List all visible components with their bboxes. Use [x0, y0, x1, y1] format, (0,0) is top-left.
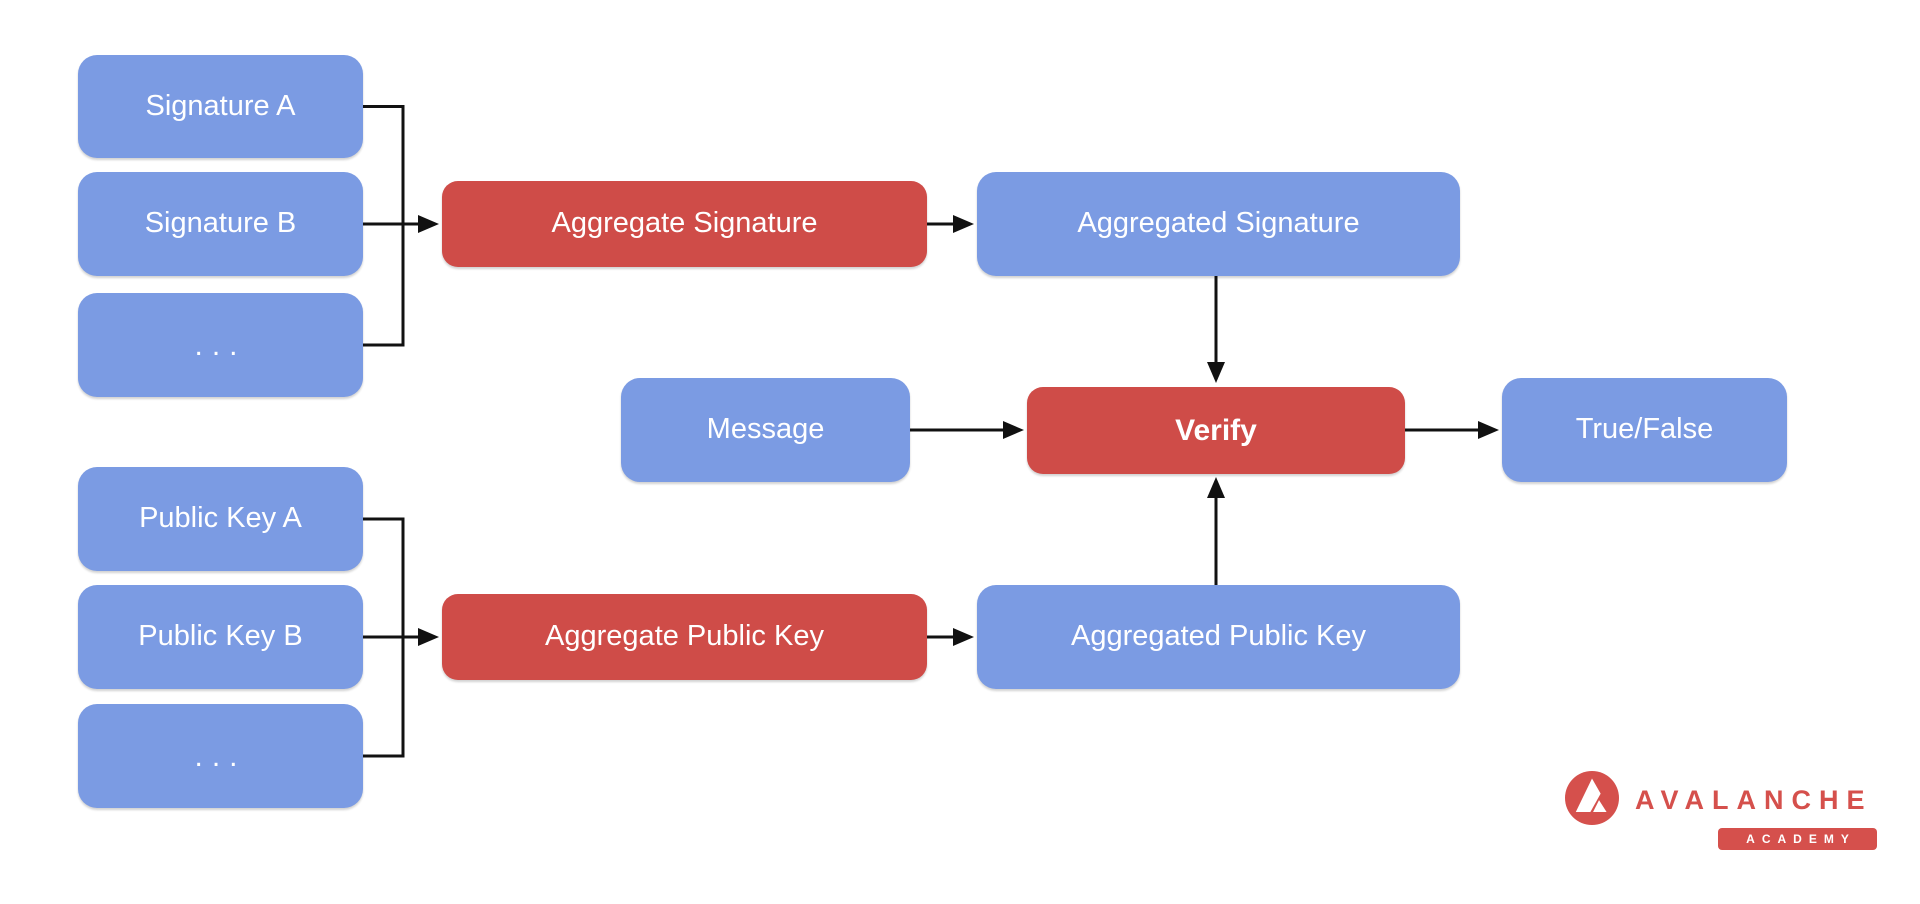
node-aggregate-signature: Aggregate Signature [442, 181, 927, 267]
node-true-false: True/False [1502, 378, 1787, 482]
avalanche-wordmark: AVALANCHE [1635, 785, 1873, 815]
bracket-signatures [363, 105, 405, 347]
node-signature-b: Signature B [78, 172, 363, 276]
academy-badge: ACADEMY [1718, 828, 1877, 850]
node-public-key-a: Public Key A [78, 467, 363, 571]
node-public-key-b: Public Key B [78, 585, 363, 689]
node-signature-a: Signature A [78, 55, 363, 158]
node-signature-ellipsis: ... [78, 293, 363, 397]
node-verify: Verify [1027, 387, 1405, 474]
node-aggregate-public-key: Aggregate Public Key [442, 594, 927, 680]
node-message: Message [621, 378, 910, 482]
avalanche-triangle-logo-icon [1565, 771, 1619, 825]
node-public-key-ellipsis: ... [78, 704, 363, 808]
node-aggregated-signature: Aggregated Signature [977, 172, 1460, 276]
node-aggregated-public-key: Aggregated Public Key [977, 585, 1460, 689]
